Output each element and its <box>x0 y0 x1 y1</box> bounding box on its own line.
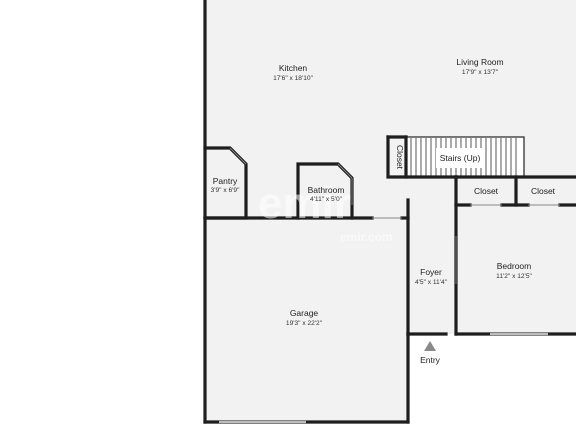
doors <box>229 147 560 284</box>
entry-arrow-icon <box>424 341 436 351</box>
entry-label: Entry <box>420 355 441 365</box>
pantry-label: Pantry <box>213 176 238 186</box>
svg-text:emir: emir <box>258 179 351 228</box>
garage-label: Garage <box>290 308 319 318</box>
bathroom-label: Bathroom <box>308 185 345 195</box>
windows <box>219 332 548 424</box>
watermark: emir emir.com <box>258 179 393 244</box>
bedroom-dims: 11'2" x 12'5" <box>496 273 532 280</box>
kitchen-label: Kitchen <box>279 63 308 73</box>
pantry-dims: 3'9" x 6'9" <box>211 187 240 194</box>
stairs-label: Stairs (Up) <box>440 153 481 163</box>
kitchen-dims: 17'6" x 18'10" <box>273 75 313 82</box>
svg-text:emir.com: emir.com <box>340 230 393 244</box>
bedroom-label: Bedroom <box>497 261 532 271</box>
living-room-dims: 17'9" x 13'7" <box>462 69 499 76</box>
garage-dims: 19'3" x 22'2" <box>286 320 323 327</box>
foyer-dims: 4'5" x 11'4" <box>415 279 448 286</box>
closet-right-label: Closet <box>531 186 556 196</box>
living-room-label: Living Room <box>456 57 503 67</box>
bathroom-dims: 4'11" x 5'0" <box>310 196 343 203</box>
closet-stairs-label: Closet <box>395 145 405 170</box>
closet-left-label: Closet <box>474 186 499 196</box>
foyer-label: Foyer <box>420 267 442 277</box>
